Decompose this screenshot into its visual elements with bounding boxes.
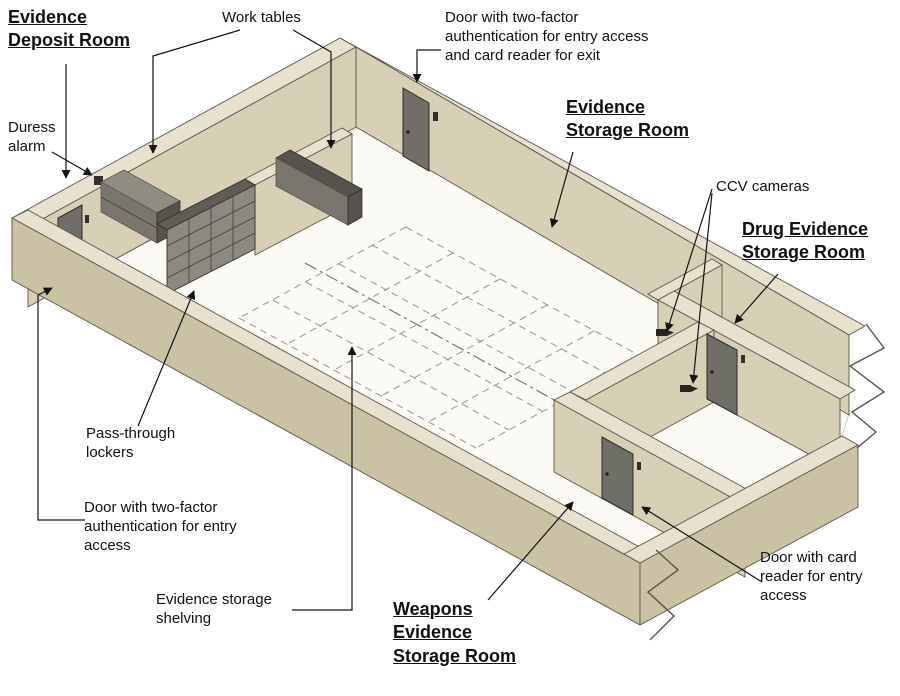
leader-door-two-factor-top <box>412 49 441 83</box>
label-evidence-storage-shelving: Evidence storage shelving <box>156 591 272 628</box>
storage-entry-door-graphic <box>402 87 438 172</box>
leader-duress-alarm <box>51 151 93 176</box>
near-right-wall <box>623 435 859 626</box>
leader-lines <box>37 29 779 611</box>
duress-alarm-graphic <box>94 176 103 185</box>
label-ccv-cameras: CCV cameras <box>716 178 810 195</box>
label-door-two-factor-left: Door with two-factor authentication for … <box>84 499 237 555</box>
label-door-card-reader: Door with card reader for entry access <box>760 549 863 605</box>
leader-ccv-camera-1 <box>665 188 713 332</box>
evidence-storage-shelving-graphic <box>238 226 643 449</box>
leader-pass-through-lockers <box>137 290 196 427</box>
label-weapons-evidence-storage-room: Weapons Evidence Storage Room <box>393 599 517 666</box>
right-room-walls <box>553 258 856 578</box>
leader-door-two-factor-left <box>37 287 85 521</box>
work-table-long-graphic <box>275 149 363 226</box>
label-drug-evidence-storage-room: Drug Evidence Storage Room <box>742 219 869 263</box>
break-marks <box>646 323 886 641</box>
label-work-tables: Work tables <box>222 9 301 26</box>
label-door-two-factor-top: Door with two-factor authentication for … <box>445 9 649 65</box>
leader-drug-room <box>734 273 779 324</box>
label-evidence-deposit-room: Evidence Deposit Room <box>8 7 131 51</box>
leader-evidence-storage-shelving <box>292 346 357 611</box>
leader-evidence-storage-room <box>549 151 574 228</box>
leader-ccv-camera-2 <box>689 192 713 384</box>
drug-room-door-graphic <box>706 333 745 416</box>
leader-door-card-reader <box>641 506 763 583</box>
weapons-room-door-graphic <box>601 436 641 516</box>
label-duress-alarm: Duress alarm <box>8 119 56 156</box>
leader-weapons-room <box>487 501 574 601</box>
label-pass-through-lockers: Pass-through lockers <box>86 425 176 462</box>
leader-work-tables-long <box>292 29 336 149</box>
leader-work-tables-counter <box>148 29 241 154</box>
label-evidence-storage-room: Evidence Storage Room <box>566 97 690 141</box>
